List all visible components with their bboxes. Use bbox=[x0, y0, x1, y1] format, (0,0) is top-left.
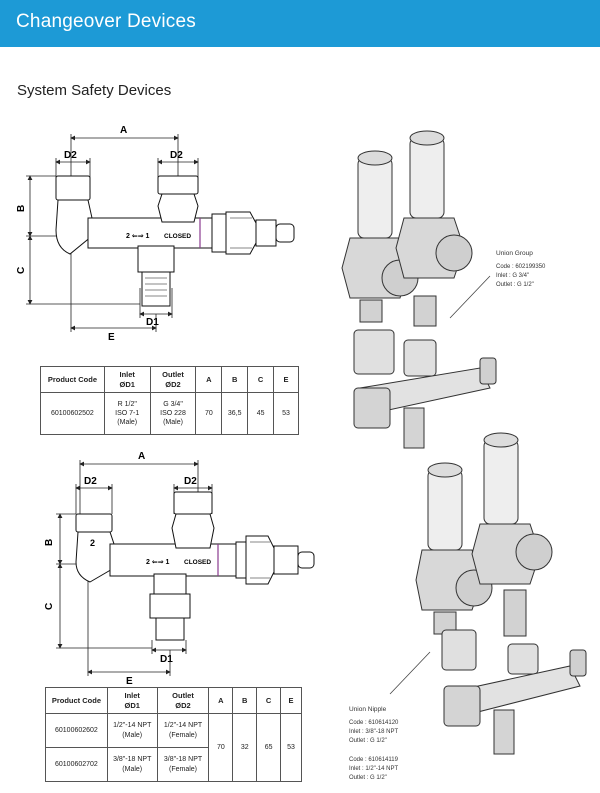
cell-inlet: 3/8"-18 NPT(Male) bbox=[106, 747, 158, 782]
cell-e: 53 bbox=[280, 713, 302, 782]
dim-d2-right-label: D2 bbox=[170, 150, 183, 161]
technical-drawing-1: A D2 D2 B C D1 E 2 ⇐⇒ 1 CLOSED bbox=[16, 125, 295, 343]
closed-label: CLOSED bbox=[164, 233, 191, 240]
cell-e: 53 bbox=[273, 392, 299, 435]
union-nipple-inlet-2: Inlet : 1/2"-14 NPT bbox=[349, 766, 399, 773]
header-c: C bbox=[247, 366, 275, 393]
table-row: 60100602502 R 1/2"ISO 7-1(Male) G 3/4"IS… bbox=[40, 392, 299, 435]
cell-outlet: 3/8"-18 NPT(Female) bbox=[156, 747, 210, 782]
page-header: Changeover Devices bbox=[0, 0, 600, 47]
closed-label: CLOSED bbox=[184, 559, 211, 566]
dim-a-label: A bbox=[120, 125, 127, 136]
dim-c-label: C bbox=[16, 267, 27, 274]
union-nipple-inlet-1: Inlet : 3/8"-18 NPT bbox=[349, 729, 399, 736]
union-nipple-caption: Union Nipple Code : 610614120 Inlet : 3/… bbox=[349, 705, 398, 783]
union-group-title: Union Group bbox=[496, 250, 533, 257]
section-title: System Safety Devices bbox=[17, 82, 172, 99]
header-product-code: Product Code bbox=[45, 687, 108, 714]
dim-d1-label: D1 bbox=[146, 317, 159, 328]
dim-b-label: B bbox=[44, 539, 55, 546]
cell-outlet: 1/2"-14 NPT(Female) bbox=[156, 713, 210, 748]
flow-arrow-label: 2 ⇐⇒ 1 bbox=[126, 233, 150, 240]
cell-a: 70 bbox=[208, 713, 234, 782]
cell-c: 45 bbox=[247, 392, 275, 435]
cell-outlet: G 3/4"ISO 228(Male) bbox=[149, 392, 197, 435]
union-group-inlet: Inlet : G 3/4" bbox=[496, 273, 530, 280]
union-group-caption: Union Group Code : 602199350 Inlet : G 3… bbox=[496, 249, 545, 289]
flow-arrow-label: 2 ⇐⇒ 1 bbox=[146, 559, 170, 566]
union-group-outlet: Outlet : G 1/2" bbox=[496, 281, 534, 288]
cell-product-code: 60100602702 bbox=[45, 747, 108, 782]
dim-b-label: B bbox=[16, 205, 27, 212]
dim-e-label: E bbox=[108, 332, 115, 343]
union-group-code: Code : 602199350 bbox=[496, 264, 546, 271]
header-e: E bbox=[273, 366, 299, 393]
table-row: 60100602702 3/8"-18 NPT(Male) 3/8"-18 NP… bbox=[45, 747, 302, 782]
dim-c-label: C bbox=[44, 603, 55, 610]
union-nipple-outlet-2: Outlet : G 1/2" bbox=[349, 774, 387, 781]
header-c: C bbox=[256, 687, 282, 714]
dim-d2-left-label: D2 bbox=[84, 476, 97, 487]
cell-product-code: 60100602602 bbox=[45, 713, 108, 748]
cell-c: 65 bbox=[256, 713, 282, 782]
union-nipple-code-2: Code : 610614119 bbox=[349, 757, 398, 764]
page-title: Changeover Devices bbox=[16, 11, 196, 32]
cell-inlet: 1/2"-14 NPT(Male) bbox=[106, 713, 158, 748]
header-b: B bbox=[221, 366, 249, 393]
cell-inlet: R 1/2"ISO 7-1(Male) bbox=[103, 392, 151, 435]
union-nipple-code-1: Code : 610614120 bbox=[349, 720, 399, 727]
header-a: A bbox=[195, 366, 223, 393]
port-2-label: 2 bbox=[90, 538, 95, 548]
cell-b: 36,5 bbox=[221, 392, 249, 435]
header-product-code: Product Code bbox=[40, 366, 105, 393]
dim-d1-label: D1 bbox=[160, 654, 173, 665]
dim-e-label: E bbox=[126, 676, 133, 687]
header-e: E bbox=[280, 687, 302, 714]
union-nipple-title: Union Nipple bbox=[349, 706, 387, 713]
header-b: B bbox=[232, 687, 258, 714]
dim-d2-left-label: D2 bbox=[64, 150, 77, 161]
table-row: 60100602602 1/2"-14 NPT(Male) 1/2"-14 NP… bbox=[45, 713, 302, 782]
dim-a-label: A bbox=[138, 451, 145, 462]
cell-product-code: 60100602502 bbox=[40, 392, 105, 435]
union-nipple-outlet-1: Outlet : G 1/2" bbox=[349, 737, 387, 744]
technical-drawing-2: A D2 D2 B C D1 E 2 2 ⇐⇒ 1 CLOSED bbox=[44, 451, 315, 687]
cell-a: 70 bbox=[195, 392, 223, 435]
product-illustration-union-nipple bbox=[389, 432, 587, 755]
product-illustration-union-group bbox=[341, 130, 497, 449]
header-a: A bbox=[208, 687, 234, 714]
cell-b: 32 bbox=[232, 713, 258, 782]
dim-d2-right-label: D2 bbox=[184, 476, 197, 487]
